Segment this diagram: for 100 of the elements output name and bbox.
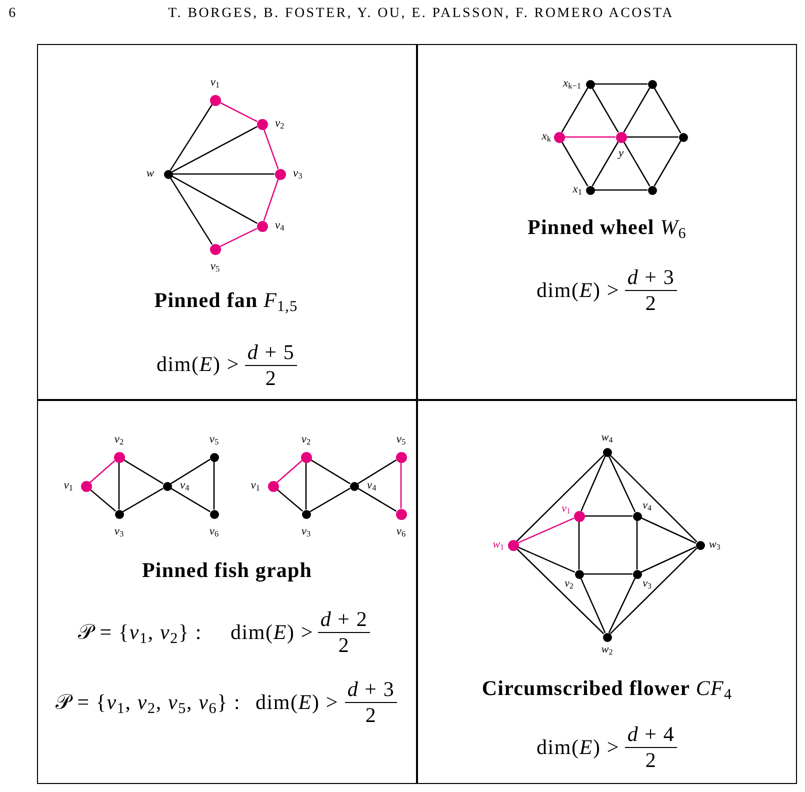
graph-edge — [90, 489, 116, 512]
graph-vertex — [210, 94, 220, 106]
graph-edge — [578, 522, 580, 570]
graph-vertex — [300, 452, 312, 462]
graph-edge — [654, 88, 682, 134]
graph-edge — [610, 548, 698, 634]
graph-vertex — [268, 480, 278, 492]
graph-vertex — [632, 512, 642, 520]
formula-text: dim(E) > — [156, 352, 240, 376]
fraction-denominator: 2 — [365, 702, 377, 728]
graph-vertex — [602, 448, 612, 456]
set-definition: 𝒫 = {v$_{1}$, v$_{2}$} : — [78, 620, 202, 644]
graph-edge — [564, 136, 616, 138]
graph-edge — [263, 128, 279, 170]
fraction-denominator: 2 — [265, 366, 277, 390]
vertex-label: y — [618, 148, 624, 160]
graph-edge — [518, 518, 574, 544]
vertex-label: x$_{k−1}$ — [562, 78, 581, 90]
graph-edge — [623, 141, 650, 186]
graph-edge — [654, 140, 682, 186]
vertex-label: x$_{k}$ — [542, 131, 551, 143]
graph-vertex — [162, 482, 172, 490]
graph-edge — [170, 488, 210, 512]
graph-edge — [358, 488, 397, 512]
graph-edge — [400, 462, 402, 508]
graph-vertex — [586, 186, 594, 194]
graph-vertex — [648, 186, 656, 194]
vertex-label: v$_{1}$ — [562, 504, 570, 514]
graph-vertex — [616, 132, 626, 142]
graph-vertex — [602, 632, 612, 642]
graph-edge — [220, 102, 258, 122]
vertex-label: v$_{4}$ — [642, 500, 652, 512]
graph-edge — [561, 88, 588, 133]
vertex-label: v$_{4}$ — [367, 480, 376, 492]
graph-edge — [123, 459, 164, 484]
vertex-label: v$_{4}$ — [180, 480, 190, 492]
graph-edge — [516, 548, 604, 634]
graph-vertex — [274, 168, 286, 180]
graph-edge — [592, 141, 619, 186]
vertex-label: v$_{5}$ — [210, 261, 220, 273]
graph-vertex — [574, 570, 584, 578]
graph-edge — [170, 104, 213, 171]
graph-edge — [580, 456, 606, 512]
table-cell — [416, 44, 797, 401]
graph-edge — [592, 88, 619, 133]
graph-edge — [640, 517, 696, 544]
graph-vertex — [508, 540, 518, 550]
graph-edge — [516, 454, 604, 542]
graph-edge — [310, 459, 350, 484]
panel-title: Circumscribed flower CF$_{4}$ — [482, 676, 732, 700]
vertex-label: w$_{2}$ — [601, 644, 613, 656]
vertex-label: v$_{2}$ — [275, 118, 284, 130]
vertex-label: v$_{3}$ — [301, 526, 311, 538]
graph-edge — [170, 177, 213, 245]
panel-title: Pinned fan F$_{1,5}$ — [154, 288, 298, 312]
graph-edge — [172, 176, 258, 224]
graph-edge — [608, 578, 636, 634]
table-cell — [37, 44, 418, 401]
fraction-numerator: d + 2 — [320, 606, 368, 632]
vertex-label: v$_{2}$ — [564, 578, 574, 590]
vertex-label: v$_{3}$ — [642, 578, 652, 590]
vertex-label: v$_{1}$ — [210, 77, 220, 89]
graph-edge — [305, 462, 307, 510]
graph-edge — [357, 459, 397, 484]
graph-edge — [263, 178, 279, 222]
graph-vertex — [574, 510, 584, 522]
graph-vertex — [164, 170, 172, 178]
graph-edge — [580, 578, 606, 634]
graph-vertex — [350, 482, 358, 490]
formula-text: dim(E) > — [536, 734, 620, 760]
graph-edge — [172, 173, 274, 175]
graph-edge — [172, 126, 258, 172]
graph-edge — [118, 462, 120, 510]
graph-edge — [518, 546, 576, 573]
fraction-denominator: 2 — [338, 632, 350, 658]
graph-edge — [594, 83, 648, 85]
graph-vertex — [114, 510, 124, 518]
formula-text: dim(E) > — [230, 620, 314, 644]
graph-vertex — [632, 570, 642, 578]
formula-text: dim(E) > — [536, 278, 620, 302]
graph-vertex — [648, 80, 656, 88]
vertex-label: v$_{2}$ — [301, 434, 311, 446]
vertex-label: w — [146, 168, 154, 180]
vertex-label: x$_{1}$ — [572, 184, 582, 196]
fraction-numerator: d + 3 — [347, 676, 395, 702]
fraction-numerator: d + 4 — [627, 722, 675, 746]
graph-vertex — [256, 118, 268, 130]
fraction-numerator: d + 3 — [627, 264, 675, 290]
graph-edge — [170, 458, 211, 484]
graph-edge — [610, 454, 698, 542]
graph-vertex — [256, 220, 268, 232]
vertex-label: w$_{3}$ — [709, 540, 720, 550]
graph-edge — [213, 462, 215, 510]
vertex-label: v$_{6}$ — [396, 526, 406, 538]
formula-text: dim(E) > — [256, 690, 338, 714]
graph-vertex — [396, 508, 406, 520]
graph-vertex — [302, 510, 310, 518]
graph-edge — [636, 520, 638, 570]
graph-edge — [561, 141, 588, 186]
vertex-label: v$_{2}$ — [114, 434, 124, 446]
